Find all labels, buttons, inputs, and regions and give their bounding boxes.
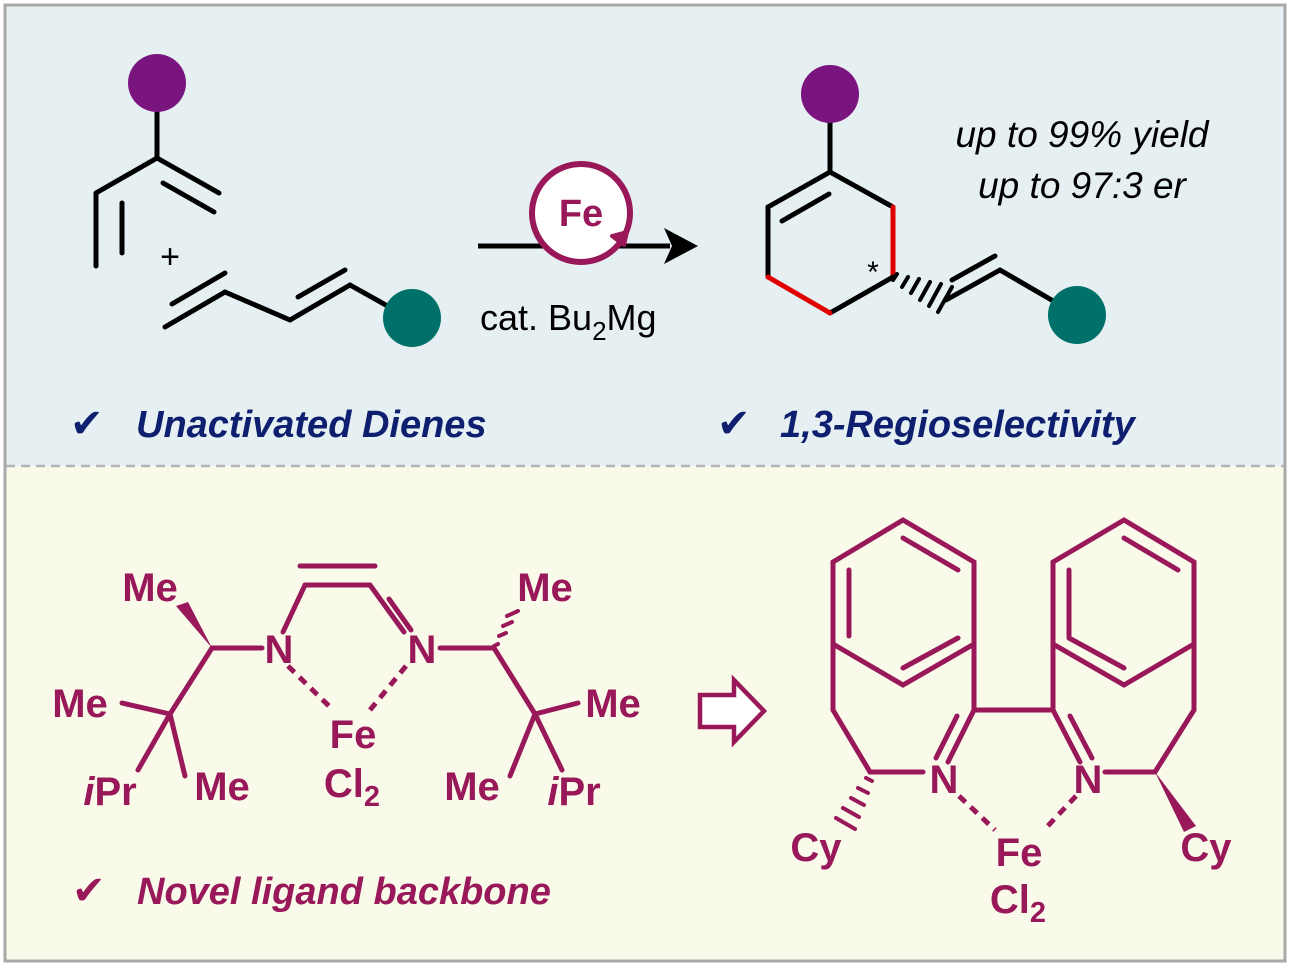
reaction-conditions: cat. Bu2Mg (480, 297, 657, 346)
feature-regioselectivity: 1,3-Regioselectivity (780, 404, 1137, 446)
chloride-symbol: Cl (324, 762, 364, 806)
chloride-symbol: Cl (990, 878, 1030, 922)
product-purple-substituent-dot (801, 65, 859, 123)
nitrogen-atom-label: N (265, 628, 294, 672)
terminal-diene (162, 267, 403, 330)
check-icon: ✔ (70, 401, 104, 447)
methyl-label: Me (194, 765, 250, 809)
substituted-diene (93, 91, 222, 269)
solid-wedge-bond (1155, 772, 1196, 832)
fe-coordination-bonds (957, 794, 1078, 832)
product-side-chain (943, 253, 1058, 305)
cyclohexyl-label: Cy (1180, 826, 1232, 870)
yield-text: up to 99% yield (955, 114, 1209, 155)
methyl-label: Me (517, 566, 573, 610)
isopropyl-italic-i: i (547, 770, 559, 814)
nitrogen-atom-label: N (930, 758, 959, 802)
dichloride-label: Cl2 (990, 878, 1046, 929)
product-teal-substituent-dot (1048, 286, 1106, 344)
feature-novel-ligand-backbone: Novel ligand backbone (137, 871, 551, 913)
isopropyl-pr: Pr (94, 770, 136, 814)
bottom-panel (6, 466, 1284, 960)
dichloride-label: Cl2 (324, 762, 380, 813)
diimine-ligand-bonds (119, 563, 581, 779)
outer-frame (3, 3, 1287, 963)
nitrogen-atom-label: N (1074, 758, 1103, 802)
purple-substituent-dot (128, 54, 186, 112)
hashed-wedge-bond (492, 609, 520, 648)
isopropyl-label: iPr (547, 770, 600, 814)
solid-wedge-bond (176, 602, 212, 648)
left-complex-labels: N N Me Me Me Me Me Me iPr iPr Fe Cl2 (52, 566, 641, 814)
bisdihydroisoquinoline-ligand-bonds (830, 517, 1197, 775)
right-complex-labels: N N Cy Cy Fe Cl2 (790, 758, 1232, 929)
cyclohexene-product (765, 109, 896, 316)
hashed-wedge-bond (834, 776, 874, 831)
chloride-subscript: 2 (364, 781, 380, 813)
cyclohexyl-label: Cy (790, 826, 842, 870)
iron-atom-label: Fe (330, 713, 377, 757)
nitrogen-atom-label: N (408, 628, 437, 672)
isopropyl-label: iPr (83, 770, 136, 814)
methyl-label: Me (585, 682, 641, 726)
er-text: up to 97:3 er (978, 165, 1187, 206)
methyl-label: Me (52, 682, 108, 726)
condition-suffix: Mg (607, 297, 657, 338)
stereocenter-asterisk: * (867, 256, 879, 289)
design-arrow-icon (697, 674, 768, 748)
check-icon: ✔ (72, 868, 106, 914)
check-icon: ✔ (717, 401, 751, 447)
condition-subscript: 2 (592, 316, 606, 346)
fe-coordination-bonds (286, 664, 408, 712)
catalyst-metal-label: Fe (559, 193, 603, 235)
condition-prefix: cat. Bu (480, 297, 592, 338)
fe-catalytic-cycle-icon (529, 161, 633, 265)
plus-sign: + (160, 238, 180, 276)
top-panel (6, 6, 1284, 466)
methyl-label: Me (444, 765, 500, 809)
isopropyl-italic-i: i (83, 770, 95, 814)
chloride-subscript: 2 (1030, 897, 1046, 929)
methyl-label: Me (122, 566, 178, 610)
isopropyl-pr: Pr (558, 770, 600, 814)
feature-unactivated-dienes: Unactivated Dienes (136, 404, 487, 446)
iron-atom-label: Fe (996, 831, 1043, 875)
teal-substituent-dot (383, 289, 441, 347)
